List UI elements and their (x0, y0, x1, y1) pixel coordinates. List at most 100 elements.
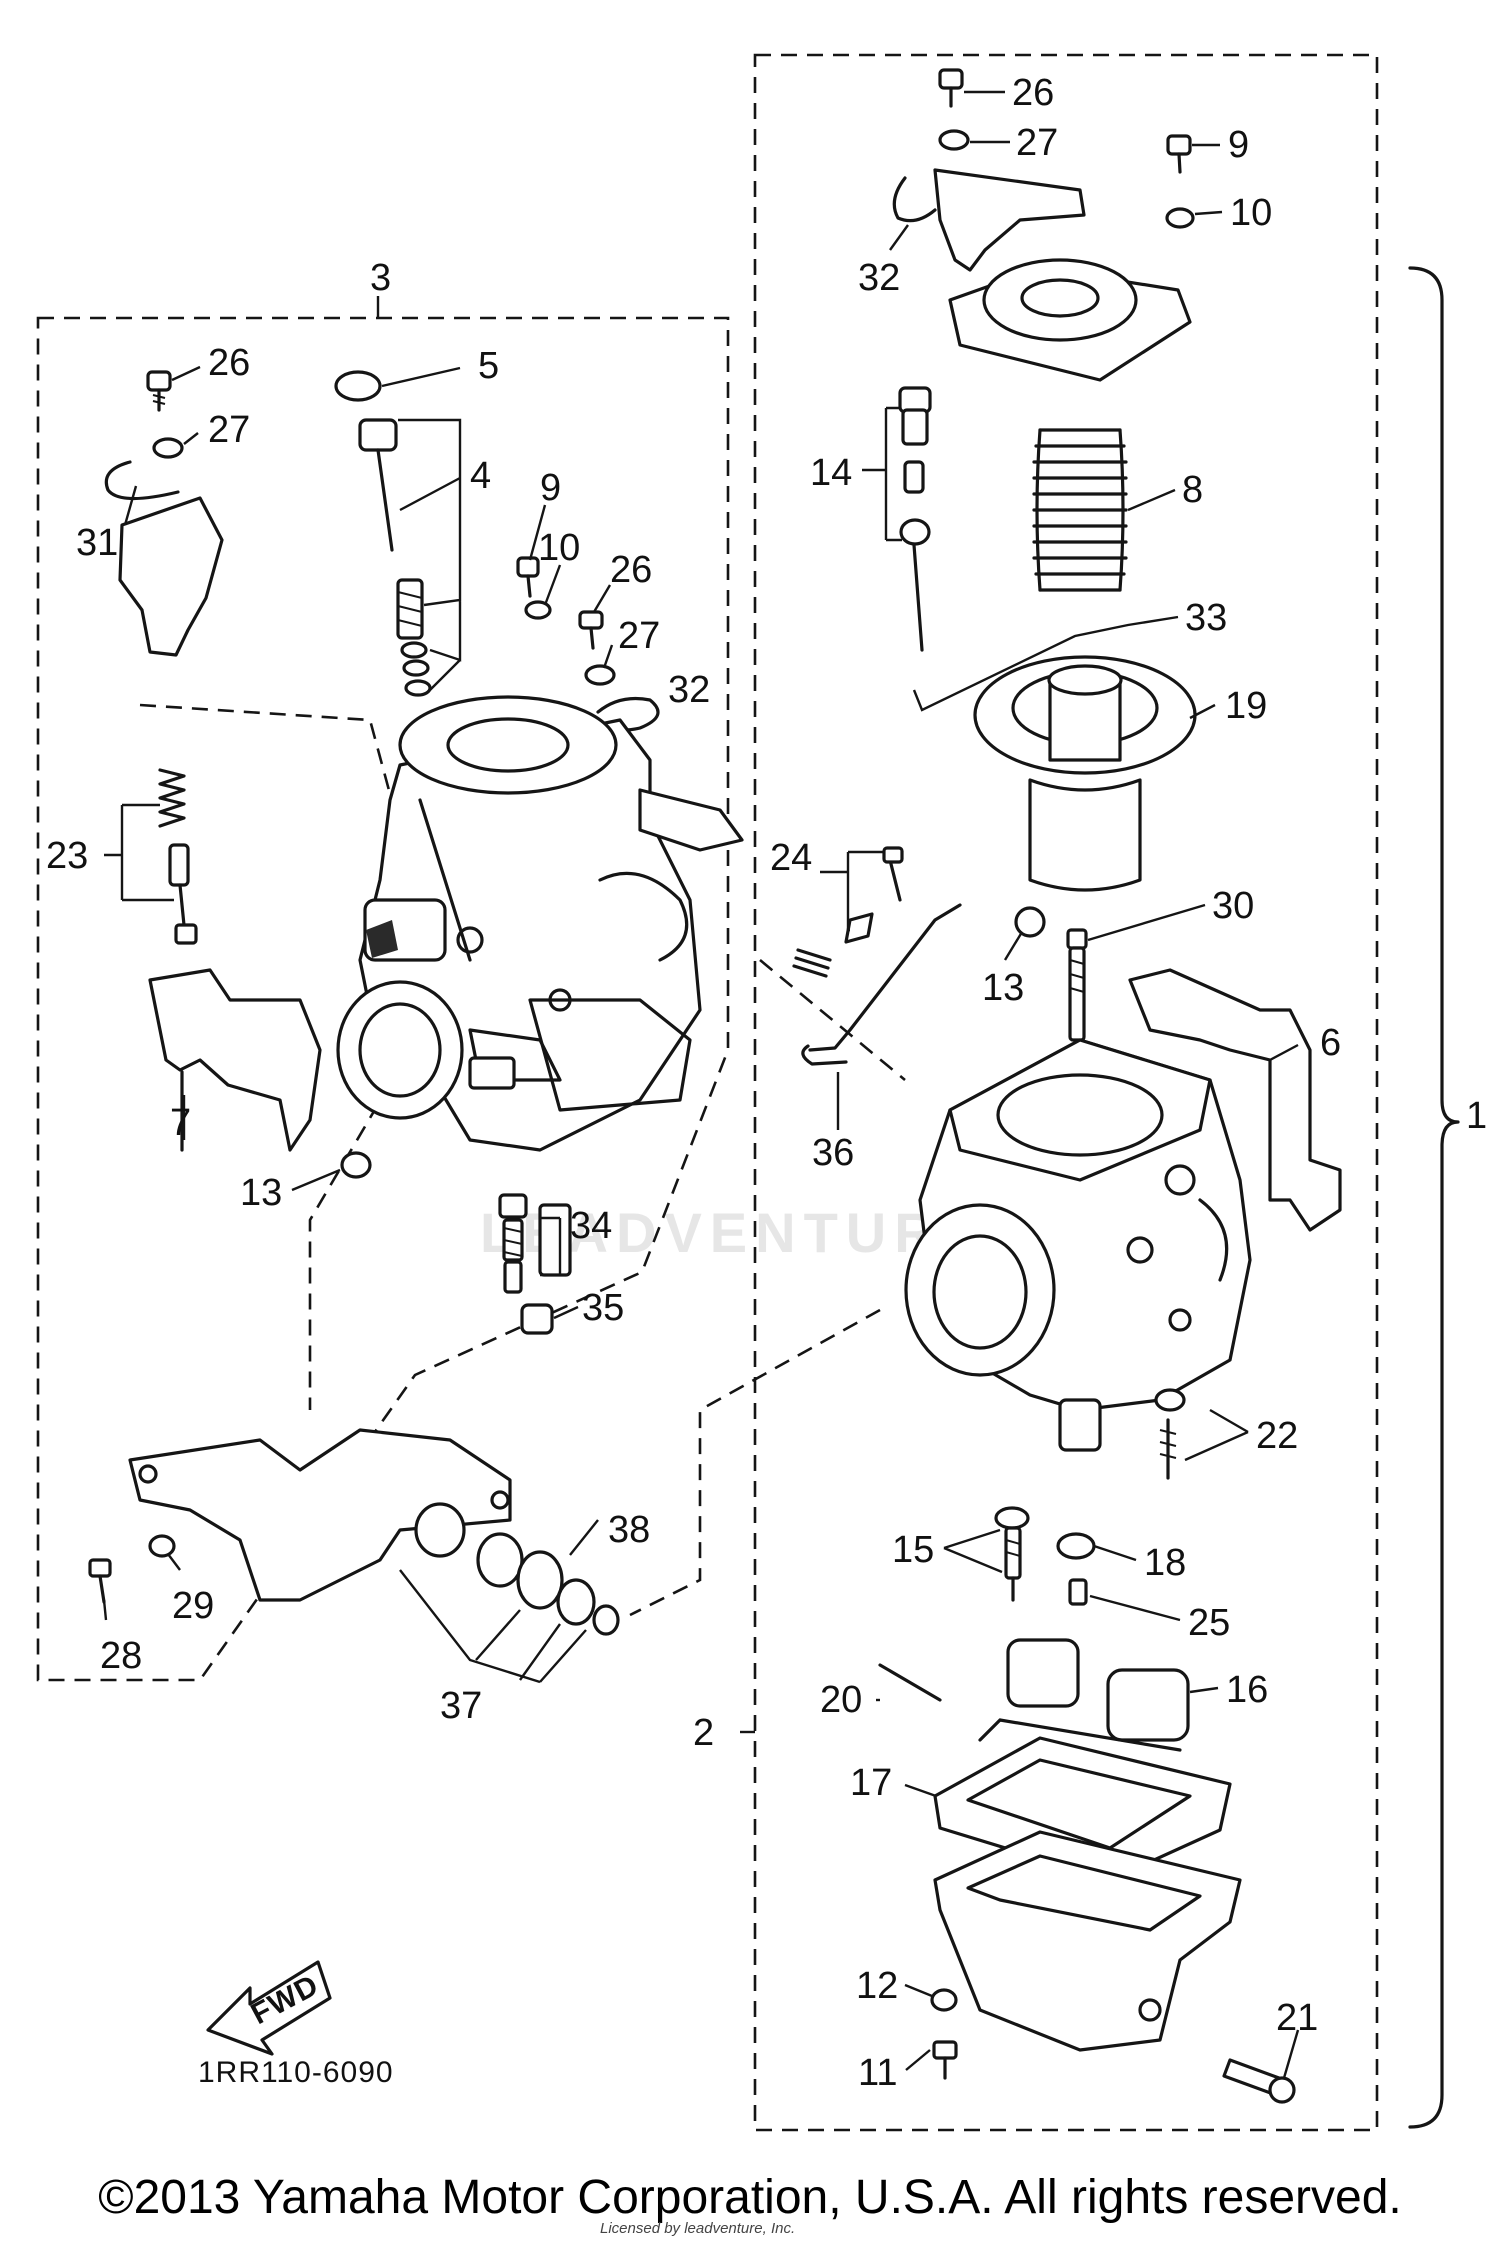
leader-lines (102, 90, 1300, 2079)
carburetor-body-left (336, 695, 744, 1152)
screw-9-left (516, 556, 540, 598)
callout-38: 38 (608, 1509, 650, 1551)
link-36 (759, 958, 906, 1082)
rod-36 (808, 903, 962, 1052)
callout-30: 30 (1212, 885, 1254, 927)
callout-27-r: 27 (1016, 122, 1058, 164)
top-cover (948, 258, 1192, 382)
clip-32-right (892, 176, 937, 223)
callout-23: 23 (46, 835, 88, 877)
jet-15 (994, 1506, 1030, 1602)
callout-16: 16 (1226, 1669, 1268, 1711)
callout-22: 22 (1256, 1415, 1298, 1457)
float-bowl (933, 1830, 1242, 2052)
callout-32-r: 32 (858, 257, 900, 299)
nut-13-left (340, 1151, 372, 1179)
screw-11 (932, 2040, 958, 2080)
callout-26: 26 (208, 342, 250, 384)
callout-19: 19 (1225, 685, 1267, 727)
cap-5 (334, 370, 382, 402)
callout-27b: 27 (618, 615, 660, 657)
callout-32: 32 (668, 669, 710, 711)
screw-26-right (938, 68, 964, 108)
washer-10-left (524, 600, 552, 620)
assembly-2-label: 2 (693, 1712, 714, 1754)
callout-21: 21 (1276, 1997, 1318, 2039)
callout-12: 12 (856, 1965, 898, 2007)
lower-bracket (128, 1428, 512, 1602)
callout-24: 24 (770, 837, 812, 879)
callout-17: 17 (850, 1762, 892, 1804)
callout-36: 36 (812, 1132, 854, 1174)
license-note: Licensed by leadventure, Inc. (600, 2220, 796, 2237)
callout-5: 5 (478, 345, 499, 387)
adjuster-4 (358, 418, 432, 697)
callout-8: 8 (1182, 469, 1203, 511)
washer-27-left (152, 437, 184, 459)
assembly-1-brace (1408, 266, 1460, 2129)
callout-14: 14 (810, 452, 852, 494)
screw-21 (1222, 2058, 1296, 2104)
diaphragm-slide-19-33 (973, 655, 1197, 892)
float-16 (978, 1638, 1190, 1752)
callout-6: 6 (1320, 1022, 1341, 1064)
callouts-left: 3 26 27 31 5 4 9 10 26 27 32 23 7 13 34 … (46, 257, 710, 1727)
callout-37: 37 (440, 1685, 482, 1727)
bracket-7 (148, 968, 322, 1152)
callout-15: 15 (892, 1529, 934, 1571)
assembly-3-label: 3 (370, 257, 391, 299)
washer-29 (148, 1534, 176, 1558)
callout-13: 13 (240, 1172, 282, 1214)
callout-18: 18 (1144, 1542, 1186, 1584)
callout-10: 10 (538, 527, 580, 569)
assembly-2-outline (753, 53, 1379, 2132)
plate-left-upper (118, 496, 224, 657)
screw-26b-left (578, 610, 604, 650)
callout-34: 34 (570, 1205, 612, 1247)
screw-23 (158, 768, 198, 945)
carburetor-body-right (904, 1038, 1252, 1452)
assembly-1-label: 1 (1466, 1095, 1487, 1137)
left-assembly-parts: FWD 1RR110-6090 (88, 370, 744, 2089)
jet-25 (1068, 1578, 1088, 1606)
rod-36-end (801, 1044, 848, 1066)
needle-14 (898, 386, 932, 652)
pin-20 (878, 1663, 942, 1702)
screw-28 (88, 1558, 112, 1604)
gasket-17-inner (966, 1758, 1192, 1850)
bracket-6 (1128, 968, 1342, 1232)
callout-28: 28 (100, 1635, 142, 1677)
leader-37-fan (399, 1569, 587, 1684)
callout-33: 33 (1185, 597, 1227, 639)
callout-4: 4 (470, 455, 491, 497)
copyright-notice: ©2013 Yamaha Motor Corporation, U.S.A. A… (98, 2171, 1402, 2224)
callout-29: 29 (172, 1585, 214, 1627)
callout-11: 11 (858, 2052, 897, 2094)
fwd-arrow-icon: FWD (206, 1960, 332, 2056)
right-assembly-parts (792, 68, 1342, 2104)
bushing-38 (414, 1502, 620, 1636)
callout-25: 25 (1188, 1602, 1230, 1644)
callouts-right: 1 2 26 27 9 10 32 14 8 33 19 24 30 13 6 … (693, 72, 1487, 2094)
washer-10-right (1165, 207, 1195, 229)
callout-26b: 26 (610, 549, 652, 591)
callout-9-r: 9 (1228, 124, 1249, 166)
clip-31 (104, 460, 180, 501)
washer-27-right (938, 129, 970, 151)
link-38 (629, 1308, 881, 1617)
callout-20: 20 (820, 1679, 862, 1721)
nut-13-right (1014, 906, 1046, 938)
spring-8 (1032, 428, 1128, 592)
washer-27b-left (584, 664, 616, 686)
callout-27: 27 (208, 409, 250, 451)
screw-26-left (146, 370, 172, 412)
washer-12 (930, 1988, 958, 2012)
screw-24 (792, 846, 904, 978)
callout-7: 7 (170, 1102, 191, 1144)
gasket-17 (933, 1736, 1232, 1882)
callout-26-r: 26 (1012, 72, 1054, 114)
washer-18 (1056, 1532, 1096, 1560)
callout-10-r: 10 (1230, 192, 1272, 234)
